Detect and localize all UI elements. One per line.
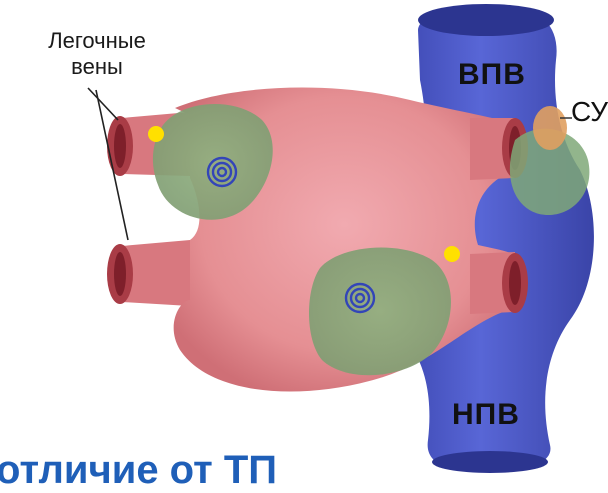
pulmonary-veins-label-line2: вены <box>22 54 172 80</box>
ivc-label: НПВ <box>452 398 520 432</box>
svc-label: ВПВ <box>458 58 526 92</box>
trigger-dot-icon <box>444 246 460 262</box>
svc-opening <box>418 4 554 36</box>
ivc-opening <box>432 451 548 473</box>
pulmonary-veins-label-line1: Легочные <box>22 28 172 54</box>
pulmonary-vein-lower-right <box>470 252 528 314</box>
trigger-dot-icon <box>148 126 164 142</box>
pulmonary-vein-lower-left <box>107 240 190 306</box>
caption-text: отличие от ТП <box>0 448 277 493</box>
pulmonary-veins-label: Легочные вены <box>22 28 172 80</box>
sinus-node-label: СУ <box>571 96 608 128</box>
sinus-node <box>533 106 567 150</box>
pv-pointer-upper <box>88 88 118 120</box>
